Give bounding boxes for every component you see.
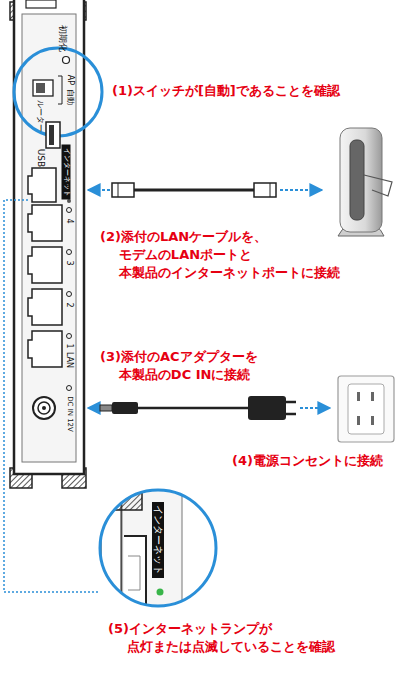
lan-ports (28, 205, 72, 367)
reset-hole (63, 57, 70, 64)
port-label: DC IN 12V (66, 396, 73, 432)
port-number: 3 (65, 260, 73, 265)
lan-cable (88, 183, 322, 197)
switch-label: ルーター (36, 100, 44, 132)
callout-text: (1)スイッチが[自動]であることを確認 (112, 82, 382, 100)
ac-adapter (88, 396, 330, 420)
lamp-label: インターネット (152, 502, 164, 578)
port-number: 1 (65, 343, 73, 348)
leader-line (4, 200, 100, 592)
port-label: インターネット (62, 145, 71, 200)
callout-text: (5)インターネットランプが 点灯または点滅していることを確認 (108, 620, 358, 656)
port-label: LAN (65, 352, 73, 368)
callout-text: (3)添付のACアダプターを 本製品のDC INに接続 (100, 348, 300, 384)
modem (338, 128, 392, 236)
port-label: USB (36, 149, 45, 167)
usb-port (46, 122, 60, 148)
switch-label: 自動 (66, 89, 74, 105)
wall-outlet (338, 376, 394, 442)
router-body (10, 0, 86, 488)
mode-switch (33, 76, 62, 104)
port-number: 4 (65, 218, 73, 223)
port-number: 2 (65, 302, 73, 307)
callout-text: (2)添付のLANケーブルを、 モデムのLANポートと 本製品のインターネットポ… (100, 228, 362, 283)
zoom-detail (100, 480, 216, 630)
callout-text: (4)電源コンセントに接続 (232, 452, 397, 470)
switch-label: AP (66, 75, 74, 85)
reset-label: 初期化 (58, 25, 67, 52)
